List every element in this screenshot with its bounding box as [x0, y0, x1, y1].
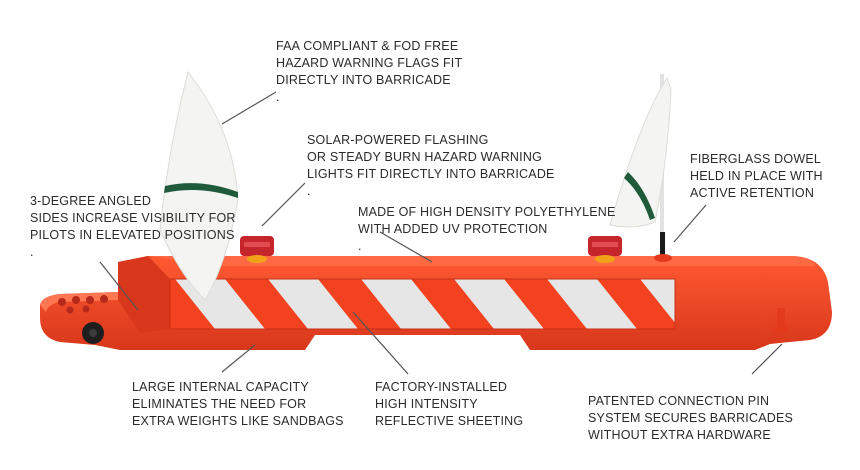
callout-sides-line: .	[30, 245, 34, 259]
callout-pin: PATENTED CONNECTION PIN SYSTEM SECURES B…	[588, 393, 793, 444]
left-flag	[159, 70, 239, 301]
callout-flags-line: .	[276, 90, 280, 104]
warning-light-left	[240, 236, 274, 263]
callout-sides: 3-DEGREE ANGLED SIDES INCREASE VISIBILIT…	[30, 193, 236, 261]
callout-capacity-line: ELIMINATES THE NEED FOR	[132, 397, 307, 411]
callout-sheeting-line: HIGH INTENSITY	[375, 397, 478, 411]
callout-pin-line: PATENTED CONNECTION PIN	[588, 394, 770, 408]
angled-side	[118, 256, 170, 333]
callout-sheeting-line: REFLECTIVE SHEETING	[375, 414, 524, 428]
leader-lines	[99, 91, 783, 375]
callout-sheeting-line: FACTORY-INSTALLED	[375, 380, 508, 394]
callout-lights-line: .	[307, 184, 311, 198]
callout-dowel-line: FIBERGLASS DOWEL	[690, 152, 822, 166]
callout-lights-line: SOLAR-POWERED FLASHING	[307, 133, 489, 147]
callout-lights: SOLAR-POWERED FLASHING OR STEADY BURN HA…	[307, 132, 555, 200]
callout-sides-line: SIDES INCREASE VISIBILITY FOR	[30, 211, 236, 225]
callout-flags-line: HAZARD WARNING FLAGS FIT	[276, 56, 463, 70]
callout-capacity: LARGE INTERNAL CAPACITY ELIMINATES THE N…	[132, 379, 344, 430]
callout-capacity-line: LARGE INTERNAL CAPACITY	[132, 380, 309, 394]
callout-sides-line: 3-DEGREE ANGLED	[30, 194, 152, 208]
end-holes	[58, 295, 108, 314]
callout-material: MADE OF HIGH DENSITY POLYETHYLENE WITH A…	[358, 204, 616, 255]
callout-flags-line: FAA COMPLIANT & FOD FREE	[276, 39, 459, 53]
callout-flags-line: DIRECTLY INTO BARRICADE	[276, 73, 451, 87]
callout-lights-line: OR STEADY BURN HAZARD WARNING	[307, 150, 542, 164]
callout-sides-line: PILOTS IN ELEVATED POSITIONS	[30, 228, 235, 242]
callout-flags: FAA COMPLIANT & FOD FREE HAZARD WARNING …	[276, 38, 462, 106]
callout-dowel-line: ACTIVE RETENTION	[690, 186, 815, 200]
callout-dowel-line: HELD IN PLACE WITH	[690, 169, 823, 183]
callout-sheeting: FACTORY-INSTALLED HIGH INTENSITY REFLECT…	[375, 379, 523, 430]
reflective-sheeting	[170, 279, 675, 329]
callout-capacity-line: EXTRA WEIGHTS LIKE SANDBAGS	[132, 414, 344, 428]
callout-material-line: .	[358, 239, 362, 253]
end-cap	[82, 322, 104, 344]
callout-dowel: FIBERGLASS DOWEL HELD IN PLACE WITH ACTI…	[690, 151, 823, 202]
callout-material-line: WITH ADDED UV PROTECTION	[358, 222, 548, 236]
warning-light-right	[588, 236, 622, 263]
barricade-top	[148, 256, 816, 266]
callout-pin-line: WITHOUT EXTRA HARDWARE	[588, 428, 771, 442]
connection-pin	[774, 308, 788, 332]
callout-material-line: MADE OF HIGH DENSITY POLYETHYLENE	[358, 205, 616, 219]
barricade-left-end	[40, 292, 118, 312]
right-flag	[609, 74, 672, 262]
callout-lights-line: LIGHTS FIT DIRECTLY INTO BARRICADE	[307, 167, 555, 181]
callout-pin-line: SYSTEM SECURES BARRICADES	[588, 411, 794, 425]
